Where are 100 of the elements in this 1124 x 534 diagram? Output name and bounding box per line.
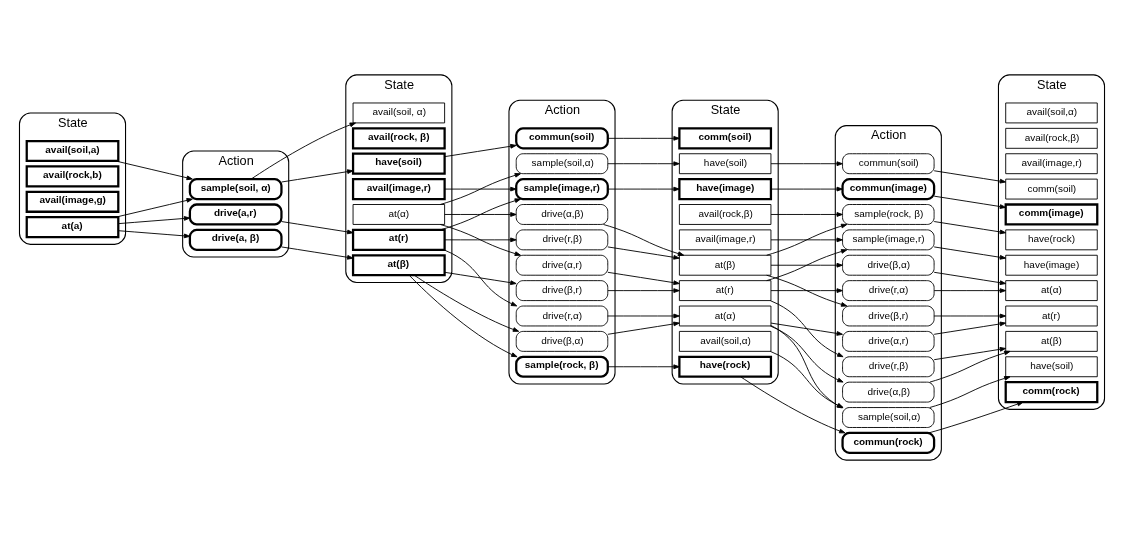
node-box: avail(image,r)	[1005, 152, 1098, 174]
node-box: sample(soil,α)	[842, 406, 935, 428]
node-box: avail(image,g)	[25, 190, 120, 213]
arrow	[933, 321, 1007, 335]
node-box: commun(image)	[841, 177, 936, 200]
node-box: drive(a, β)	[188, 228, 283, 251]
arrow	[933, 245, 1007, 260]
node-box: drive(β,r)	[515, 279, 609, 301]
node-box: sample(rock, β)	[842, 203, 935, 225]
arrow	[929, 375, 1011, 408]
node-box: at(α)	[678, 305, 772, 326]
node-box: avail(rock,β)	[678, 203, 772, 225]
node-box: at(α)	[352, 203, 446, 225]
arrow	[933, 287, 1007, 293]
arrow	[281, 168, 354, 182]
node-box: at(r)	[1005, 305, 1098, 326]
node-box: sample(image,r)	[515, 177, 609, 200]
node-box: drive(r,β)	[515, 228, 609, 250]
node-box: at(a)	[25, 215, 120, 238]
node-box: avail(soil,α)	[678, 330, 772, 352]
arrow	[607, 287, 680, 293]
node-box: drive(β,α)	[515, 330, 609, 352]
arrow	[766, 248, 848, 281]
arrow	[607, 363, 680, 369]
node-box: sample(rock, β)	[515, 355, 609, 378]
node-box: have(image)	[678, 177, 773, 200]
node-box: comm(soil)	[1005, 178, 1098, 199]
node-box: avail(image,r)	[678, 228, 772, 250]
arrow	[933, 195, 1007, 209]
arrow	[933, 271, 1007, 285]
node-box: have(rock)	[1005, 228, 1098, 250]
arrow	[770, 324, 843, 408]
arrow	[607, 321, 680, 335]
arrow	[929, 350, 1011, 383]
node-box: avail(rock,β)	[1005, 127, 1098, 149]
node-box: avail(soil, α)	[352, 102, 446, 123]
arrow	[603, 223, 685, 256]
node-box: drive(β,r)	[842, 305, 935, 326]
node-box: drive(a,r)	[188, 202, 283, 226]
arrow	[607, 313, 680, 318]
arrow	[740, 375, 846, 433]
arrow	[769, 350, 844, 408]
arrow	[439, 172, 521, 205]
arrow	[928, 401, 1024, 433]
arrow	[770, 322, 843, 336]
node-box: commun(soil)	[515, 126, 609, 149]
node-box: avail(rock, β)	[351, 126, 446, 149]
arrow	[443, 248, 518, 306]
arrow	[444, 271, 517, 285]
node-box: have(image)	[1005, 254, 1098, 276]
arrow	[769, 299, 844, 357]
node-box: drive(α,β)	[515, 203, 609, 225]
arrow	[281, 220, 354, 234]
node-box: drive(β,α)	[842, 254, 935, 276]
arrow	[770, 237, 843, 242]
node-box: comm(soil)	[678, 126, 773, 149]
node-box: at(β)	[678, 254, 772, 276]
arrow	[439, 223, 521, 256]
arrow	[770, 262, 843, 268]
arrow	[281, 245, 354, 260]
arrow	[770, 186, 843, 191]
node-box: drive(α,r)	[515, 254, 609, 276]
node-box: sample(soil,α)	[515, 152, 609, 174]
node-box: commun(soil)	[842, 152, 935, 174]
arrow	[413, 274, 520, 332]
arrow	[770, 211, 843, 217]
node-box: avail(soil,α)	[1005, 102, 1098, 123]
node-box: drive(α,r)	[842, 330, 935, 352]
node-box: sample(image,r)	[842, 228, 935, 250]
arrow	[408, 274, 518, 357]
node-box: commun(rock)	[841, 431, 936, 454]
arrow	[607, 160, 680, 166]
arrow	[607, 245, 680, 260]
node-box: drive(α,β)	[842, 381, 935, 403]
node-box: at(r)	[351, 228, 446, 251]
arrow	[607, 271, 680, 285]
arrow	[117, 229, 191, 238]
arrow	[933, 220, 1007, 234]
arrow	[933, 313, 1007, 318]
node-box: at(β)	[1005, 330, 1098, 352]
arrow	[250, 122, 356, 180]
arrow	[770, 160, 843, 166]
arrow	[444, 186, 517, 191]
node-box: comm(rock)	[1004, 380, 1099, 403]
node-box: have(soil)	[678, 152, 772, 174]
node-box: drive(r,α)	[515, 305, 609, 326]
node-box: avail(image,r)	[351, 177, 446, 200]
arrow	[766, 223, 848, 256]
node-box: avail(rock,b)	[25, 164, 120, 187]
arrow	[444, 237, 517, 242]
arrow	[117, 215, 191, 224]
arrow	[933, 346, 1007, 360]
arrow	[770, 287, 843, 293]
arrow	[933, 169, 1007, 183]
node-box: drive(r,β)	[842, 355, 935, 377]
node-box: have(soil)	[351, 152, 446, 175]
node-box: have(rock)	[678, 355, 773, 378]
arrow	[115, 160, 193, 180]
node-box: have(soil)	[1005, 355, 1098, 377]
arrow	[769, 325, 844, 383]
